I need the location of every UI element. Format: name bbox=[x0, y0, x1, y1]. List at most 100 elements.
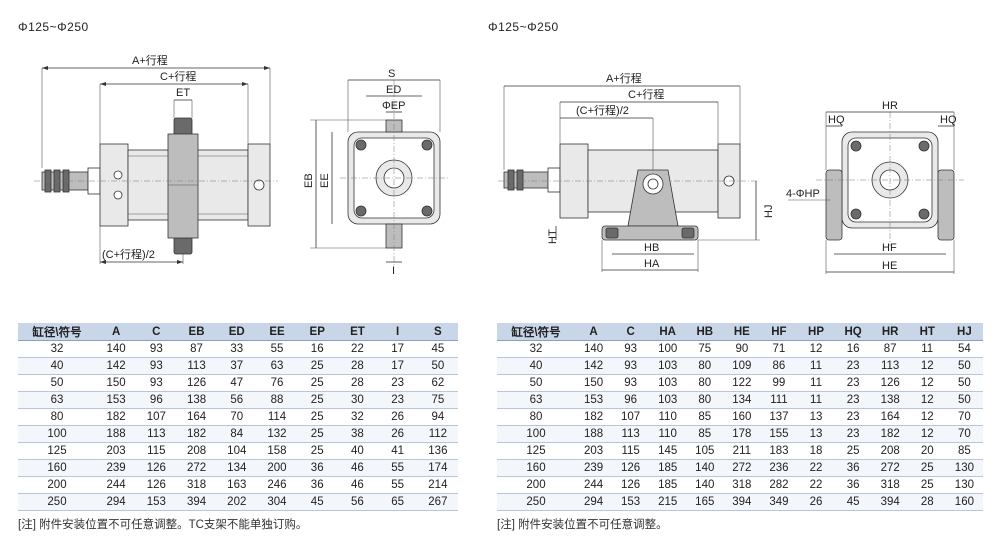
table-cell: 185 bbox=[649, 459, 687, 477]
table-cell: 145 bbox=[649, 442, 687, 460]
table-cell: 75 bbox=[686, 340, 724, 358]
table-cell: 90 bbox=[723, 340, 761, 358]
table-cell: 215 bbox=[649, 493, 687, 511]
dim-half-c-label: (C+行程)/2 bbox=[102, 248, 155, 261]
table-cell: 63 bbox=[256, 357, 298, 375]
table-cell: 41 bbox=[377, 442, 418, 460]
table-cell: 30 bbox=[337, 391, 378, 409]
table-cell: 294 bbox=[96, 493, 137, 511]
table-cell: 80 bbox=[18, 408, 96, 426]
table-cell: 134 bbox=[723, 391, 761, 409]
table-cell: 140 bbox=[575, 340, 613, 358]
table-cell: 164 bbox=[871, 408, 909, 426]
table-cell: 142 bbox=[575, 357, 613, 375]
table-cell: 12 bbox=[908, 357, 946, 375]
table-cell: 294 bbox=[575, 493, 613, 511]
table-cell: 40 bbox=[18, 357, 96, 375]
bracket-right bbox=[937, 169, 955, 241]
table-cell: 50 bbox=[417, 357, 458, 375]
table-cell: 394 bbox=[176, 493, 217, 511]
table-cell: 50 bbox=[945, 357, 983, 375]
table-cell: 36 bbox=[834, 476, 872, 494]
table-cell: 11 bbox=[797, 374, 835, 392]
table-cell: 126 bbox=[136, 459, 177, 477]
table-cell: 282 bbox=[760, 476, 798, 494]
table-cell: 103 bbox=[649, 374, 687, 392]
dim-hj-label: HJ bbox=[763, 205, 775, 218]
table-cell: 16 bbox=[297, 340, 338, 358]
table-cell: 113 bbox=[612, 425, 650, 443]
table-cell: 182 bbox=[575, 408, 613, 426]
table-cell: 304 bbox=[256, 493, 298, 511]
table-cell: 50 bbox=[18, 374, 96, 392]
table-cell: 250 bbox=[18, 493, 96, 511]
table-cell: 13 bbox=[797, 408, 835, 426]
dim-ee-label: EE bbox=[319, 173, 331, 188]
table-cell: 114 bbox=[256, 408, 298, 426]
table-cell: 182 bbox=[176, 425, 217, 443]
range-label-left: Φ125~Φ250 bbox=[18, 20, 89, 34]
table-cell: 17 bbox=[377, 340, 418, 358]
table-cell: 158 bbox=[256, 442, 298, 460]
table-cell: 178 bbox=[723, 425, 761, 443]
table-cell: 126 bbox=[176, 374, 217, 392]
table-cell: 28 bbox=[337, 374, 378, 392]
table-cell: 80 bbox=[686, 374, 724, 392]
table-cell: 394 bbox=[723, 493, 761, 511]
table-cell: 32 bbox=[18, 340, 96, 358]
table-cell: 126 bbox=[612, 459, 650, 477]
table-cell: 155 bbox=[760, 425, 798, 443]
table-cell: 113 bbox=[871, 357, 909, 375]
table-cell: 112 bbox=[417, 425, 458, 443]
table-cell: 96 bbox=[136, 391, 177, 409]
table-cell: 318 bbox=[871, 476, 909, 494]
table-cell: 33 bbox=[216, 340, 257, 358]
table-cell: 36 bbox=[297, 476, 338, 494]
table-cell: 110 bbox=[649, 408, 687, 426]
table-cell: 140 bbox=[96, 340, 137, 358]
table-cell: 100 bbox=[497, 425, 575, 443]
dim-a-label-right: A+行程 bbox=[606, 72, 642, 85]
table-header-cell: EE bbox=[256, 323, 298, 341]
table-cell: 20 bbox=[908, 442, 946, 460]
table-cell: 28 bbox=[337, 357, 378, 375]
table-cell: 65 bbox=[377, 493, 418, 511]
table-cell: 130 bbox=[945, 459, 983, 477]
table-header-cell: HT bbox=[908, 323, 946, 341]
table-cell: 246 bbox=[256, 476, 298, 494]
table-cell: 80 bbox=[686, 357, 724, 375]
table-cell: 56 bbox=[216, 391, 257, 409]
table-cell: 200 bbox=[18, 476, 96, 494]
table-cell: 12 bbox=[908, 374, 946, 392]
table-cell: 318 bbox=[176, 476, 217, 494]
dim-et-label: ET bbox=[176, 87, 190, 99]
table-cell: 26 bbox=[797, 493, 835, 511]
table-cell: 208 bbox=[871, 442, 909, 460]
table-cell: 272 bbox=[723, 459, 761, 477]
table-cell: 22 bbox=[337, 340, 378, 358]
table-cell: 13 bbox=[797, 425, 835, 443]
table-cell: 32 bbox=[497, 340, 575, 358]
table-cell: 153 bbox=[575, 391, 613, 409]
table-cell: 45 bbox=[417, 340, 458, 358]
table-cell: 23 bbox=[834, 425, 872, 443]
table-cell: 160 bbox=[723, 408, 761, 426]
table-cell: 18 bbox=[797, 442, 835, 460]
table-cell: 126 bbox=[136, 476, 177, 494]
table-cell: 126 bbox=[871, 374, 909, 392]
table-cell: 272 bbox=[176, 459, 217, 477]
table-cell: 110 bbox=[649, 425, 687, 443]
table-cell: 99 bbox=[760, 374, 798, 392]
table-header-cell: C bbox=[612, 323, 650, 341]
table-cell: 25 bbox=[297, 357, 338, 375]
table-cell: 107 bbox=[136, 408, 177, 426]
